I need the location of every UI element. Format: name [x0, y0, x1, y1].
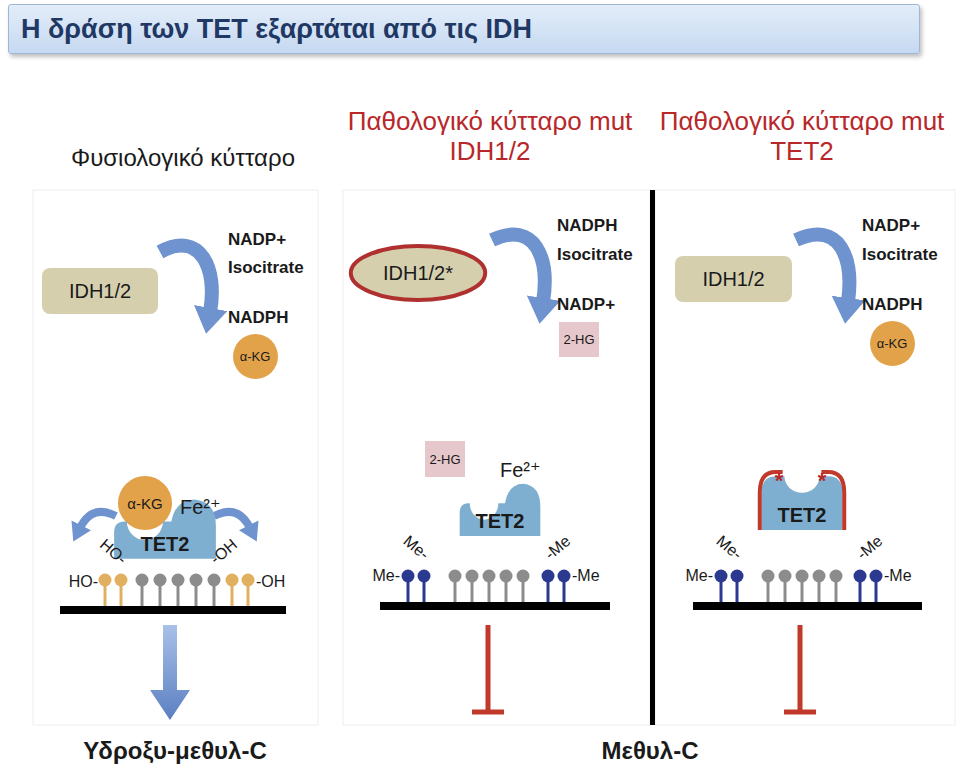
- dna-strand: [693, 602, 922, 610]
- enzyme-box: IDH1/2: [42, 268, 158, 314]
- site-head: [208, 574, 221, 587]
- reaction-arrow: [160, 246, 212, 312]
- label: HO-: [69, 573, 98, 591]
- node-text: IDH1/2: [702, 268, 764, 291]
- label: -Me: [572, 567, 600, 585]
- label: -OH: [256, 573, 285, 591]
- enzyme-box: IDH1/2: [675, 256, 792, 302]
- enzyme-ellipse: [351, 246, 485, 300]
- label: Isocitrate: [557, 245, 633, 265]
- metabolite-circle: α-KG: [870, 321, 915, 366]
- dna-strand: [60, 606, 286, 614]
- result-arrow: [150, 625, 190, 720]
- site-head: [190, 574, 203, 587]
- site-head: [500, 570, 513, 583]
- label: Isocitrate: [862, 245, 938, 265]
- site-head: [402, 570, 415, 583]
- site-head: [870, 570, 883, 583]
- result-label: Υδροξυ-μεθυλ-C: [83, 737, 267, 765]
- site-head: [779, 570, 792, 583]
- site-head: [715, 570, 728, 583]
- node-text: 2-HG: [563, 332, 594, 347]
- label: NADP+: [557, 295, 615, 315]
- title-bar: Η δράση των TET εξαρτάται από τις IDH: [8, 4, 920, 54]
- site-head: [136, 574, 149, 587]
- cpg-sites: [99, 570, 883, 607]
- metabolite-box: 2-HG: [425, 441, 465, 477]
- column-header: Παθολογικό κύτταρο mut IDH1/2: [345, 107, 635, 167]
- node-text: TET2: [778, 504, 827, 527]
- enzyme-box: IDH1/2*: [348, 243, 488, 303]
- site-head: [226, 574, 239, 587]
- label: NADP+: [228, 230, 286, 250]
- site-head: [242, 574, 255, 587]
- site-head: [854, 570, 867, 583]
- site-head: [154, 574, 167, 587]
- label: NADPH: [228, 308, 288, 328]
- label: -Me: [884, 567, 912, 585]
- site-head: [99, 574, 112, 587]
- site-head: [813, 570, 826, 583]
- metabolite-circle: α-KG: [233, 334, 278, 379]
- label: NADPH: [862, 295, 922, 315]
- oxidation-arrow: [80, 512, 116, 528]
- label: *: [818, 468, 827, 493]
- enzyme-body: [762, 476, 843, 530]
- node-text: α-KG: [877, 336, 908, 351]
- mutation-outline: [760, 472, 844, 530]
- label: Isocitrate: [228, 258, 304, 278]
- site-head: [466, 570, 479, 583]
- site-head: [483, 570, 496, 583]
- site-head: [796, 570, 809, 583]
- label: Fe²⁺: [500, 459, 541, 482]
- node-text: 2-HG: [429, 452, 460, 467]
- site-head: [558, 570, 571, 583]
- label: NADP+: [862, 216, 920, 236]
- inhibition-mark: [784, 625, 816, 712]
- label: Me-: [372, 567, 400, 585]
- divider-line: [650, 190, 655, 725]
- site-head: [418, 570, 431, 583]
- column-header: Φυσιολογικό κύτταρο: [71, 144, 295, 172]
- enzyme-body: [460, 484, 541, 536]
- inhibition-mark: [472, 625, 504, 712]
- site-head: [115, 574, 128, 587]
- site-head: [830, 570, 843, 583]
- result-label: Μεθυλ-C: [602, 737, 699, 765]
- site-head: [449, 570, 462, 583]
- panel: [33, 190, 318, 725]
- site-head: [762, 570, 775, 583]
- node-text: TET2: [476, 510, 525, 533]
- label: Fe²⁺: [180, 496, 221, 519]
- label: *: [775, 468, 784, 493]
- dna-strand: [380, 602, 610, 610]
- title: Η δράση των TET εξαρτάται από τις IDH: [21, 14, 532, 45]
- enzyme-shape: TET2: [758, 470, 846, 532]
- label: Me-: [685, 567, 713, 585]
- metabolite-box: 2-HG: [559, 322, 599, 357]
- panel: [655, 190, 955, 725]
- node-text: TET2: [141, 533, 190, 556]
- reaction-arrow: [796, 235, 849, 302]
- panel: [343, 190, 650, 725]
- site-head: [731, 570, 744, 583]
- column-header: Παθολογικό κύτταρο mut TET2: [657, 107, 947, 167]
- reaction-arrow: [492, 235, 545, 302]
- node-text: IDH1/2*: [383, 262, 453, 285]
- label: NADPH: [557, 216, 617, 236]
- node-text: α-KG: [240, 349, 271, 364]
- enzyme-shape: TET2: [458, 480, 542, 538]
- node-text: IDH1/2: [69, 280, 131, 303]
- site-head: [172, 574, 185, 587]
- site-head: [517, 570, 530, 583]
- node-text: α-KG: [127, 495, 162, 512]
- site-head: [542, 570, 555, 583]
